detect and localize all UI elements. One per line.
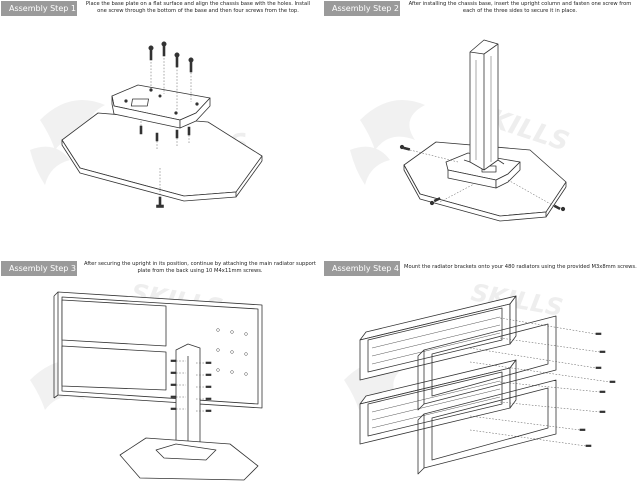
plate-screws bbox=[170, 359, 212, 412]
base-plate bbox=[61, 112, 263, 202]
bottom-screw bbox=[156, 168, 164, 208]
bracket-lower bbox=[417, 379, 557, 475]
radiator-lower bbox=[359, 359, 517, 445]
step-3-illustration: SKILLS bbox=[30, 278, 263, 481]
top-screws bbox=[148, 41, 194, 110]
step-4-illustration: SKILLS bbox=[344, 278, 616, 475]
step-1-label: Assembly Step 1 bbox=[1, 1, 77, 16]
step-3-description: After securing the upright in its positi… bbox=[84, 261, 316, 274]
step-1-description: Place the base plate on a flat surface a… bbox=[85, 1, 311, 14]
radiator-support-plate bbox=[53, 291, 263, 409]
step-2-description: After installing the chassis base, inser… bbox=[408, 1, 632, 14]
upright-assembly bbox=[119, 343, 259, 481]
bracket-screws bbox=[469, 317, 616, 447]
step-1-illustration: SKILLS bbox=[30, 41, 263, 208]
upright-column bbox=[463, 39, 505, 171]
plate-screws bbox=[139, 118, 191, 150]
step-2-label: Assembly Step 2 bbox=[324, 1, 400, 16]
step-4-label: Assembly Step 4 bbox=[324, 261, 400, 276]
side-screws bbox=[399, 144, 566, 212]
step-2-illustration: SKILLS bbox=[350, 39, 573, 222]
bracket-upper bbox=[417, 315, 557, 411]
radiator-upper bbox=[359, 295, 517, 381]
step-3-label: Assembly Step 3 bbox=[1, 261, 77, 276]
step-4-description: Mount the radiator brackets onto your 48… bbox=[404, 264, 637, 270]
chassis-base bbox=[111, 84, 211, 129]
